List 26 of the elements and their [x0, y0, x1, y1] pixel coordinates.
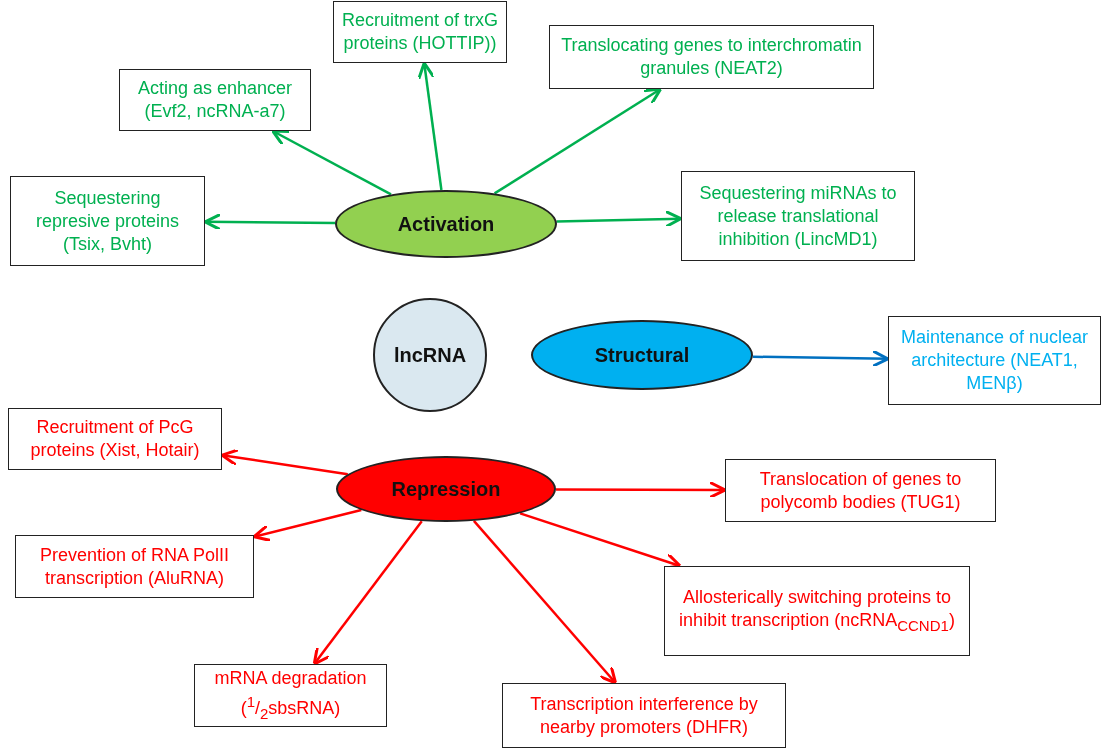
- center-circle: lncRNA: [373, 298, 487, 412]
- category-ellipse: Structural: [531, 320, 753, 390]
- text-box: Allosterically switching proteins to inhibit transcription (ncRNA$_{CCND1}$): [664, 566, 970, 656]
- text-box: Maintenance of nuclear architecture (NEAT1, MENβ): [888, 316, 1101, 405]
- text-box: Prevention of RNA PolII transcription (AluRNA): [15, 535, 254, 598]
- text-box: Recruitment of PcG proteins (Xist, Hotair): [8, 408, 222, 470]
- arrow: [752, 349, 890, 368]
- text-box: Transcription interference by nearby promoters (DHFR): [502, 683, 786, 748]
- arrow: [271, 129, 392, 196]
- text-box: Acting as enhancer (Evf2, ncRNA-a7): [119, 69, 311, 131]
- category-ellipse: Repression: [336, 456, 556, 522]
- arrow: [252, 508, 362, 542]
- text-box: mRNA degradation ($^{1}$/$_{2}$sbsRNA): [194, 664, 387, 727]
- arrow: [556, 210, 683, 228]
- category-ellipse: Activation: [335, 190, 557, 258]
- text-box: Sequestering represive proteins (Tsix, Bvht): [10, 176, 205, 266]
- text-box: Recruitment of trxG proteins (HOTTIP)): [333, 1, 507, 63]
- arrow: [556, 480, 727, 499]
- text-box: Translocation of genes to polycomb bodies (TUG1): [725, 459, 996, 522]
- text-box: Translocating genes to interchromatin granules (NEAT2): [549, 25, 874, 89]
- arrow: [220, 448, 348, 476]
- arrow: [203, 213, 336, 231]
- arrow: [417, 61, 443, 191]
- arrow: [312, 520, 423, 666]
- text-box: Sequestering miRNAs to release translational inhibition (LincMD1): [681, 171, 915, 261]
- arrow: [472, 520, 618, 685]
